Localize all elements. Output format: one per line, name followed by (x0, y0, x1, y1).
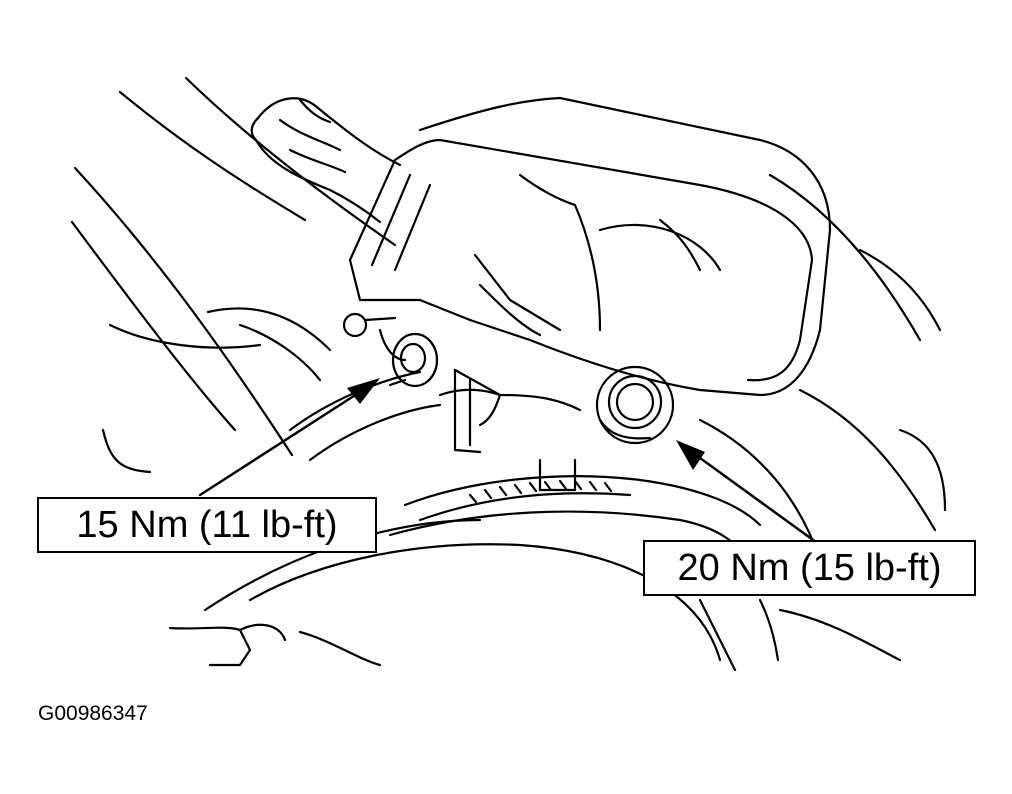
leader-arrows (198, 378, 822, 547)
right-bolt (595, 365, 675, 445)
sensor-cable (250, 97, 402, 224)
knuckle-lines (698, 173, 947, 672)
background-lines (70, 76, 397, 474)
torque-callout-right: 20 Nm (15 lb-ft) (643, 540, 976, 596)
arrow-head-left (347, 378, 380, 404)
arrow-head-right (676, 440, 705, 470)
figure-id: G00986347 (38, 702, 148, 725)
left-bolt (342, 312, 439, 388)
lower-bracket (168, 623, 382, 667)
mounting-bracket (438, 368, 582, 454)
sensor-housing (348, 96, 832, 397)
torque-callout-left: 15 Nm (11 lb-ft) (37, 497, 377, 553)
